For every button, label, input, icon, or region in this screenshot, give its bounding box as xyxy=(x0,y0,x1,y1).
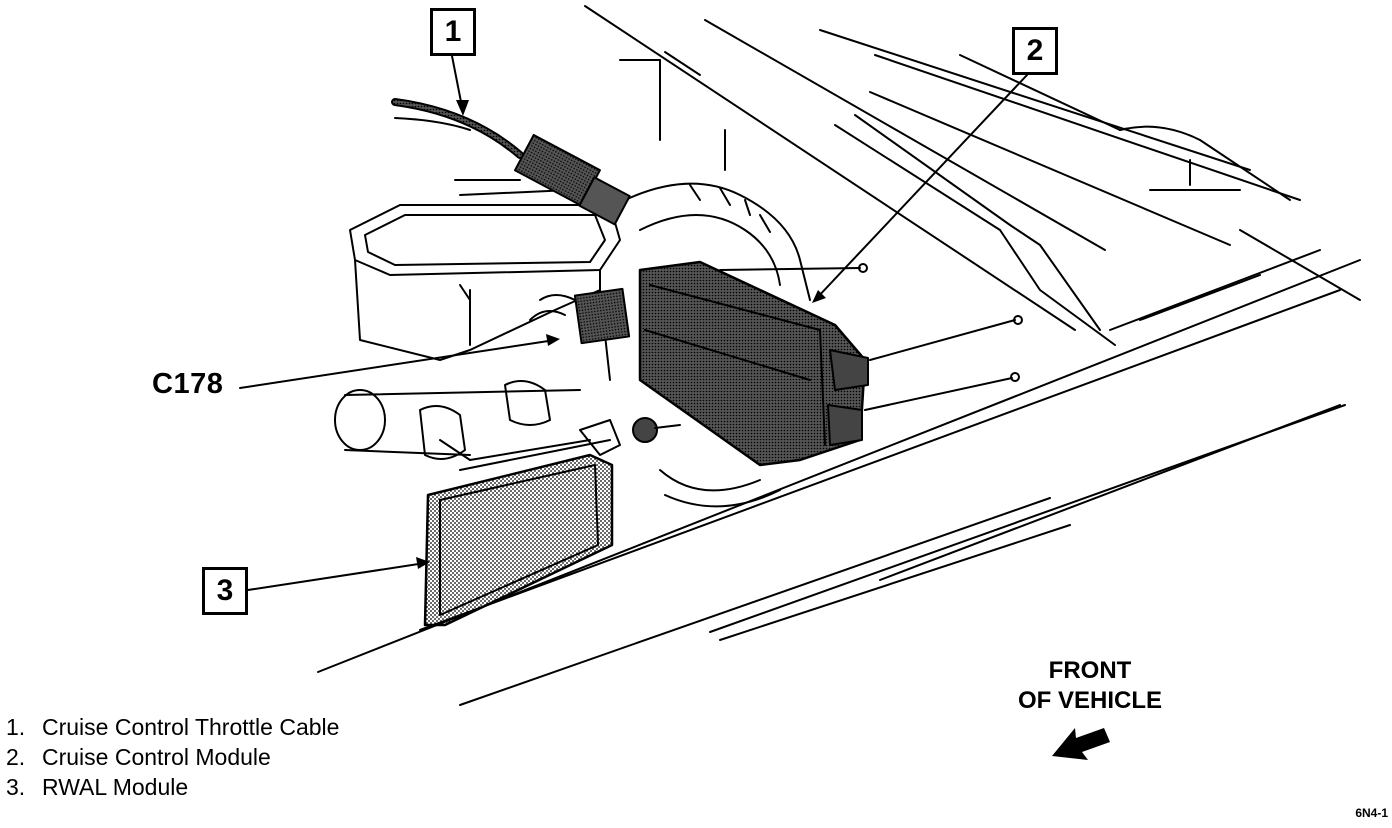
legend-text: RWAL Module xyxy=(42,774,189,800)
c178-connector xyxy=(573,287,631,345)
legend-item: 3. RWAL Module xyxy=(6,772,339,802)
fender-lines xyxy=(584,5,1361,346)
front-of-vehicle-label: FRONT OF VEHICLE xyxy=(1000,656,1180,716)
legend-number: 2. xyxy=(6,744,26,770)
front-label-line2: OF VEHICLE xyxy=(1017,687,1162,714)
legend-item: 1. Cruise Control Throttle Cable xyxy=(6,712,339,742)
frame-rails xyxy=(317,259,1361,706)
leader-arrowheads xyxy=(416,100,826,569)
legend-text: Cruise Control Throttle Cable xyxy=(42,714,340,740)
connector-label-c178: C178 xyxy=(152,368,224,400)
front-label-line1: FRONT xyxy=(1048,657,1132,684)
throttle-cable xyxy=(391,98,631,226)
legend-number: 3. xyxy=(6,774,26,800)
front-arrow-icon xyxy=(1052,728,1110,760)
mounting-studs xyxy=(719,263,1023,411)
callout-1: 1 xyxy=(430,8,476,56)
legend-number: 1. xyxy=(6,714,26,740)
legend-item: 2. Cruise Control Module xyxy=(6,742,339,772)
cruise-control-module xyxy=(632,260,869,467)
master-cylinder-body xyxy=(334,294,621,471)
legend-text: Cruise Control Module xyxy=(42,744,271,770)
legend: 1. Cruise Control Throttle Cable 2. Cruise… xyxy=(6,712,339,802)
callout-3: 3 xyxy=(202,567,248,615)
rwal-module xyxy=(423,453,614,627)
callout-2: 2 xyxy=(1012,27,1058,75)
figure-code: 6N4-1 xyxy=(1355,806,1388,820)
leader-lines xyxy=(239,55,1028,591)
brake-booster xyxy=(624,182,811,508)
